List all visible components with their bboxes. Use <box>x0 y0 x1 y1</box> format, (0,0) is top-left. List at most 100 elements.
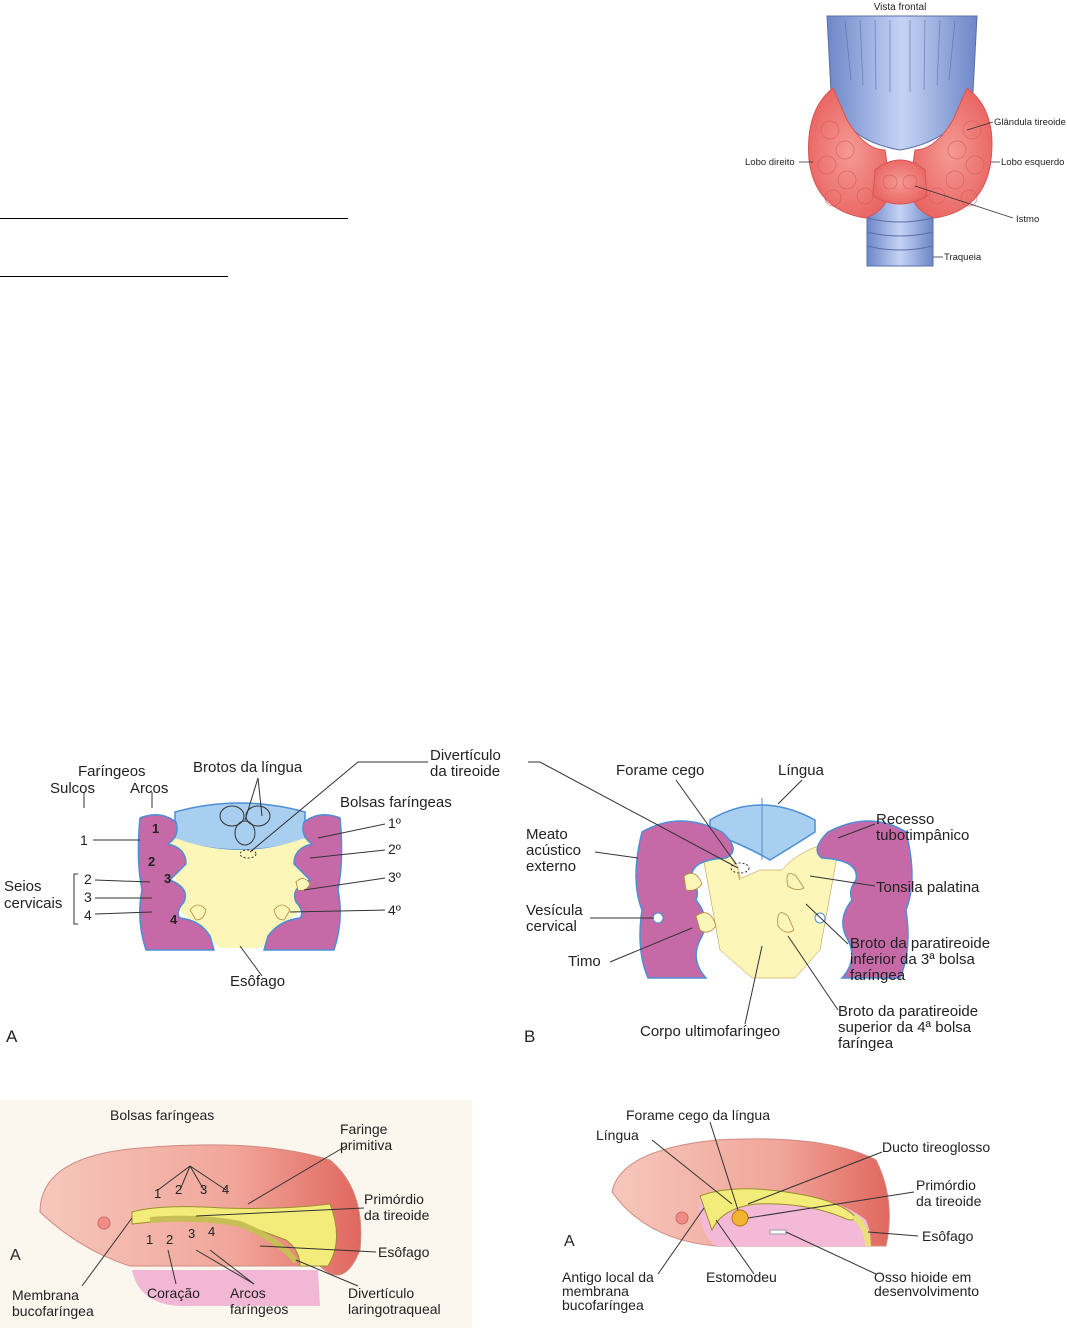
thyroid-right-lobe-label: Lobo direito <box>745 157 795 168</box>
embryo-right-primordium-label-2: da tireoide <box>916 1193 982 1209</box>
sinus-label-1: Seios <box>4 878 42 895</box>
embryo-left-primordium-label-1: Primórdio <box>364 1191 424 1207</box>
pouch-derivatives-b <box>683 872 805 933</box>
embryo-right-duct-label: Ducto tireoglosso <box>882 1139 990 1155</box>
thyroid-gland-label: Glândula tireoide <box>994 117 1066 128</box>
recess-label-1: Recesso <box>876 811 934 828</box>
pouch-number: 2º <box>388 841 401 857</box>
embryo-right-former-label-1: Antigo local da <box>562 1269 654 1285</box>
embryo-left-membrane-label-2: bucofaríngea <box>12 1303 94 1319</box>
meatus-label-1: Meato <box>526 826 568 843</box>
pharynx-endoderm <box>170 836 310 948</box>
hyoid-right <box>769 1229 787 1235</box>
larynx-ridges <box>844 19 956 92</box>
heart-region-left <box>132 1270 320 1307</box>
pharyngeal-label: Faríngeos <box>78 763 146 780</box>
thyroid-right-lobe <box>808 87 892 219</box>
embryo-right-leaders <box>651 1121 919 1275</box>
embryo-left-pouch-number: 1 <box>154 1186 161 1201</box>
para-sup-label-3: faríngea <box>838 1035 894 1052</box>
embryo-left-diverticulum-label-1: Divertículo <box>348 1285 414 1301</box>
embryo-right-stomodeum-label: Estomodeu <box>706 1269 777 1285</box>
embryo-left-esophagus-label: Esôfago <box>378 1244 430 1260</box>
embryo-right-esophagus-label: Esôfago <box>922 1228 974 1244</box>
embryo-left-arch-number: 2 <box>166 1232 173 1247</box>
meatus-label-2: acústico <box>526 842 581 859</box>
embryo-left-panel-letter: A <box>10 1247 21 1264</box>
pouch-number: 1º <box>388 815 401 831</box>
embryo-sagittal-left-figure: Bolsas faríngeas Faringe primitiva Primó… <box>0 1100 472 1328</box>
underline-short <box>0 276 228 277</box>
ultimobranchial-label: Corpo ultimofaríngeo <box>640 1023 780 1040</box>
embryo-sagittal-right-figure: Forame cego da língua Língua Ducto tireo… <box>562 1107 990 1313</box>
tongue-label: Língua <box>778 762 825 779</box>
thyroid-view-label: Vista frontal <box>874 2 927 13</box>
underline-long <box>0 218 348 219</box>
embryo-left-arches-label-1: Arcos <box>230 1285 266 1301</box>
para-inf-label-1: Broto da paratireoide <box>850 935 990 952</box>
esophagus-label: Esôfago <box>230 973 285 990</box>
vesicle-label-1: Vesícula <box>526 902 583 919</box>
arch-number: 3 <box>164 871 171 886</box>
pharyngeal-pouches <box>189 878 311 921</box>
tonsil-label: Tonsila palatina <box>876 879 980 896</box>
pharynx-right-wall-b <box>816 820 913 979</box>
panel-letter-b: B <box>524 1027 535 1046</box>
embryo-left-primordium-label-2: da tireoide <box>364 1207 430 1223</box>
pharynx-left-wall-b <box>635 820 734 979</box>
para-sup-label-2: superior da 4ª bolsa <box>838 1019 972 1036</box>
esophagus-right <box>851 1213 871 1247</box>
endoderm-right <box>699 1188 857 1232</box>
thyroid-left-lobe-label: Lobo esquerdo <box>1001 157 1064 168</box>
embryo-left-arch-number: 1 <box>146 1232 153 1247</box>
embryo-left-pouch-number: 2 <box>175 1182 182 1197</box>
thyroid-isthmus <box>872 159 928 205</box>
embryo-left-pouch-number: 4 <box>222 1182 229 1197</box>
pharynx-panel-b-figure: Forame cego Língua Recesso tubotimpânico… <box>524 761 990 1052</box>
embryo-left-pharynx-label-2: primitiva <box>340 1137 392 1153</box>
pharynx-lumen-left <box>149 1215 299 1264</box>
eye-spot-right <box>675 1211 689 1225</box>
embryo-left-arches-label-2: faríngeos <box>230 1301 288 1317</box>
arch-number: 1 <box>152 821 159 836</box>
embryo-left-leaders <box>81 1145 377 1287</box>
thyroid-left-lobe <box>908 87 993 219</box>
embryo-left-arch-number: 3 <box>188 1226 195 1241</box>
meatus-label-3: externo <box>526 858 576 875</box>
groove-number: 4 <box>84 907 92 923</box>
embryo-right-primordium-label-1: Primórdio <box>916 1177 976 1193</box>
thymus-label: Timo <box>568 953 601 970</box>
grooves-label: Sulcos <box>50 780 95 797</box>
pharynx-a-leaders <box>73 761 428 977</box>
sinus-label-2: cervicais <box>4 895 62 912</box>
arches-label: Arcos <box>130 780 168 797</box>
embryo-left-heart-label: Coração <box>147 1285 200 1301</box>
embryo-right-hyoid-label-1: Osso hioide em <box>874 1269 971 1285</box>
pharyngeal-arches-left <box>137 814 215 951</box>
embryo-left-pouch-number: 3 <box>200 1182 207 1197</box>
panel-letter-a: A <box>6 1027 18 1046</box>
embryo-right-panel-letter: A <box>564 1233 575 1250</box>
embryo-left-pharynx-label-1: Faringe <box>340 1121 388 1137</box>
groove-number: 1 <box>80 832 88 848</box>
groove-number: 3 <box>84 889 92 905</box>
pharyngeal-arches-right <box>263 814 343 951</box>
embryo-right-hyoid-label-2: desenvolvimento <box>874 1283 979 1299</box>
embryo-left-membrane-label-1: Membrana <box>12 1287 79 1303</box>
recess-label-2: tubotimpânico <box>876 827 969 844</box>
trachea-rings <box>866 217 934 251</box>
arch-number: 4 <box>170 912 178 927</box>
embryo-left-arch-number: 4 <box>208 1224 215 1239</box>
embryo-right-former-label-2: membrana <box>562 1283 629 1299</box>
pouch-number: 4º <box>388 902 401 918</box>
embryo-right-former-label-3: bucofaríngea <box>562 1297 644 1313</box>
vesicle-label-2: cervical <box>526 918 577 935</box>
tongue-buds-label: Brotos da língua <box>193 759 303 776</box>
para-sup-label-1: Broto da paratireoide <box>838 1003 978 1020</box>
thyroid-trachea-label: Traqueia <box>944 252 982 263</box>
embryo-left-diverticulum-label-2: laringotraqueal <box>348 1301 441 1317</box>
thyroid-primordium-right <box>731 1209 749 1227</box>
cervical-vesicle-b <box>652 912 664 924</box>
pharynx-panel-a-figure: Faríngeos Sulcos Arcos Brotos da língua … <box>4 747 501 1046</box>
embryo-right-tongue-label: Língua <box>596 1127 639 1143</box>
